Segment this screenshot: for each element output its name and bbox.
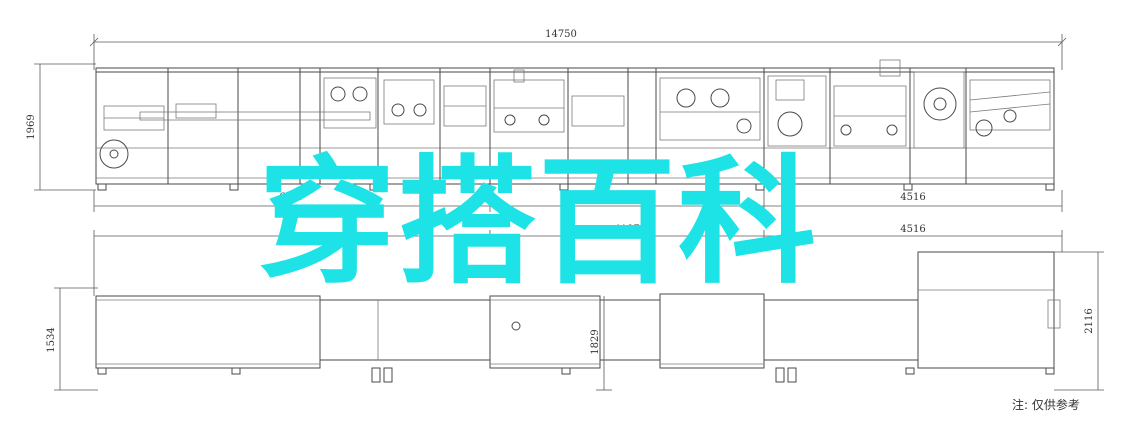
dimension-plan-mid: 1829	[590, 296, 612, 391]
dimension-plan-left: 1534	[46, 287, 98, 391]
dim-left-height-text: 1969	[26, 114, 37, 139]
dimension-overall-length: 14750	[89, 29, 1067, 70]
dimension-plan-right: 2116	[1054, 251, 1104, 391]
dim-plan-mid-text: 1829	[590, 329, 601, 354]
dim-plan-left-text: 1534	[46, 327, 57, 352]
dim-overall-text: 14750	[545, 29, 577, 40]
dim-seg-c-text: 4516	[900, 192, 925, 203]
watermark-text: 穿搭百科	[258, 142, 819, 303]
dimension-plan-segments: 4187 4516	[93, 224, 1063, 296]
dim-seg-a-text: 6047	[279, 192, 304, 203]
footnote-text: 注: 仅供参考	[1012, 398, 1080, 412]
dimension-elevation-segments: 6047 4187 4516	[93, 190, 1063, 212]
dim-seg-b-text: 4187	[614, 192, 639, 203]
plan-view	[95, 251, 1061, 383]
elevation-view	[95, 59, 1055, 191]
dim-plan-right-text: 2116	[1084, 308, 1095, 333]
dim-seg-c-plan-text: 4516	[900, 224, 925, 235]
dimension-left-height: 1969	[26, 63, 96, 191]
dim-seg-b-plan-text: 4187	[614, 224, 639, 235]
